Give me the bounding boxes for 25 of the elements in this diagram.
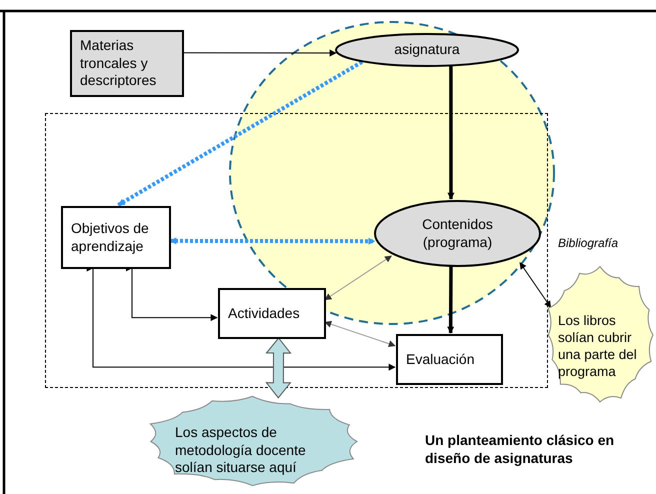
arrow — [447, 66, 454, 200]
arrow — [184, 50, 337, 57]
arrow — [519, 262, 552, 308]
node-text: asignatura — [394, 41, 460, 59]
arrow — [117, 60, 364, 207]
frame-box — [45, 113, 548, 388]
node-text: Actividades — [228, 304, 301, 322]
arrow — [324, 320, 396, 348]
process-box — [218, 288, 326, 339]
process-box — [61, 206, 171, 269]
caption-text: Bibliografía — [558, 236, 618, 251]
node-text: Los aspectos de metodología docente solían situarse aquí — [175, 424, 307, 477]
arrow — [324, 255, 392, 300]
node-text: Los libros solían cubrir una parte del programa — [558, 313, 638, 381]
node-text: Objetivos de aprendizaje — [71, 220, 150, 255]
node-text: Materias troncales y descriptores — [80, 37, 158, 90]
arrow — [169, 237, 376, 245]
double-arrow — [265, 337, 292, 399]
process-box — [396, 334, 503, 385]
node-text: Contenidos (programa) — [421, 216, 494, 251]
input-box — [70, 30, 184, 97]
node-text: Evaluación — [406, 350, 476, 368]
arrow — [90, 267, 396, 371]
arrow — [447, 266, 454, 334]
caption-text: Un planteamiento clásico en diseño de asignaturas — [425, 432, 616, 467]
